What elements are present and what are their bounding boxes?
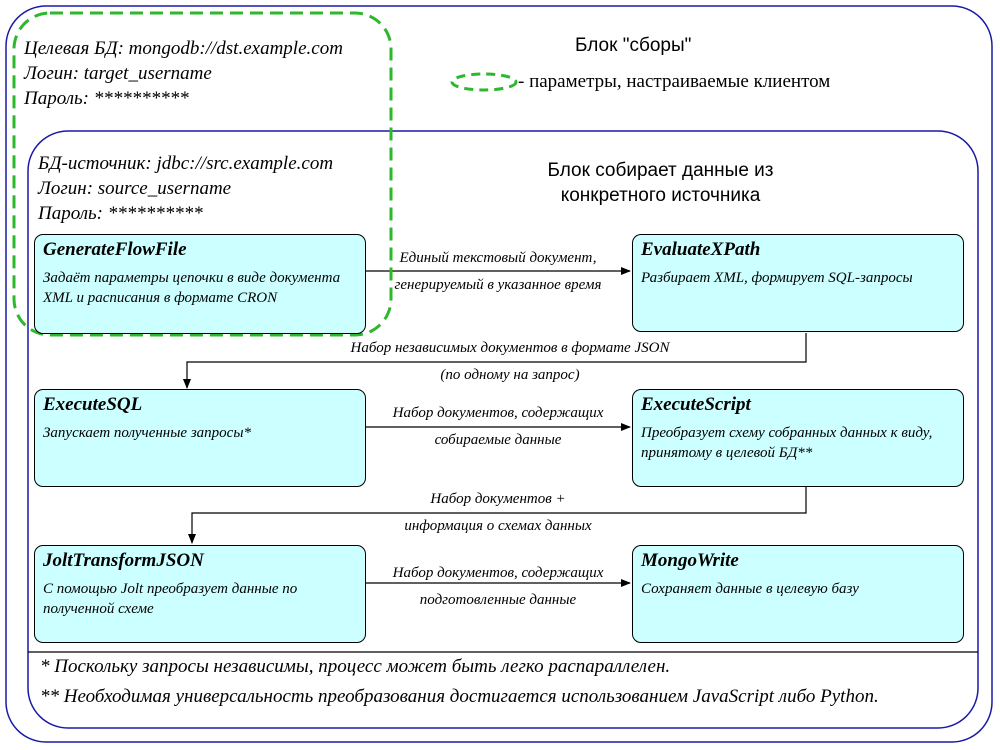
- source-login-label: Логин: source_username: [38, 178, 232, 199]
- edge-2-arrow: [183, 333, 807, 389]
- target-db-label: Целевая БД: mongodb://dst.example.com: [24, 38, 343, 59]
- legend-text: - параметры, настраиваемые клиентом: [518, 71, 831, 92]
- node-title: GenerateFlowFile: [43, 239, 187, 260]
- node-description: С помощью Jolt преобразует данные по пол…: [43, 581, 298, 617]
- node-evaluatexpath[interactable]: EvaluateXPath Разбирает XML, формирует S…: [632, 234, 964, 332]
- edge-1-label-line1: Единый текстовый документ,: [399, 250, 597, 266]
- edge-5-label-line2: подготовленные данные: [419, 592, 577, 608]
- edge-4-label-line2: информация о схемах данных: [404, 518, 592, 534]
- edge-4-label-line1: Набор документов +: [430, 491, 566, 507]
- node-description: Сохраняет данные в целевую базу: [641, 581, 859, 597]
- outer-block-title: Блок "сборы": [575, 35, 692, 56]
- source-db-label: БД-источник: jdbc://src.example.com: [38, 153, 334, 174]
- node-jolttransformjson[interactable]: JoltTransformJSON С помощью Jolt преобра…: [34, 545, 366, 643]
- node-title: ExecuteSQL: [43, 394, 143, 415]
- edge-2-label-line2: (по одному на запрос): [440, 367, 580, 383]
- inner-block-title-line1: Блок собирает данные из: [547, 160, 774, 181]
- node-description: Разбирает XML, формирует SQL-запросы: [641, 270, 913, 286]
- edge-4-arrow: [188, 486, 807, 544]
- inner-block-title: Блок собирает данные из конкретного исто…: [506, 158, 815, 208]
- target-login-label: Логин: target_username: [24, 63, 212, 84]
- outer-block-frame: [5, 5, 993, 743]
- node-title: JoltTransformJSON: [43, 550, 204, 571]
- edge-1-label-line2: генерируемый в указанное время: [394, 277, 602, 293]
- source-password-label: Пароль: **********: [38, 203, 203, 224]
- target-password-label: Пароль: **********: [24, 88, 189, 109]
- edge-5-label-line1: Набор документов, содержащих: [392, 565, 604, 581]
- edge-3-label-line1: Набор документов, содержащих: [392, 405, 604, 421]
- node-mongowrite[interactable]: MongoWrite Сохраняет данные в целевую ба…: [632, 545, 964, 643]
- node-executescript[interactable]: ExecuteScript Преобразует схему собранны…: [632, 389, 964, 487]
- node-title: ExecuteScript: [641, 394, 751, 415]
- node-generateflowfile[interactable]: GenerateFlowFile Задаёт параметры цепочк…: [34, 234, 366, 334]
- node-title: MongoWrite: [641, 550, 739, 571]
- edge-3-label-line2: собираемые данные: [434, 432, 562, 448]
- footnote-2: ** Необходимая универсальность преобразо…: [40, 686, 879, 707]
- node-title: EvaluateXPath: [641, 239, 761, 260]
- footnote-1: * Поскольку запросы независимы, процесс …: [40, 656, 671, 677]
- node-description: Преобразует схему собранных данных к вид…: [641, 425, 933, 461]
- edge-2-label-line1: Набор независимых документов в формате J…: [350, 340, 670, 356]
- node-executesql[interactable]: ExecuteSQL Запускает полученные запросы*: [34, 389, 366, 487]
- legend-dashed-ellipse: [450, 72, 518, 92]
- node-description: Запускает полученные запросы*: [43, 425, 251, 441]
- inner-block-frame: [27, 130, 979, 729]
- customizable-params-outline: [12, 11, 393, 337]
- inner-block-title-line2: конкретного источника: [560, 185, 761, 206]
- node-description: Задаёт параметры цепочки в виде документ…: [43, 270, 341, 306]
